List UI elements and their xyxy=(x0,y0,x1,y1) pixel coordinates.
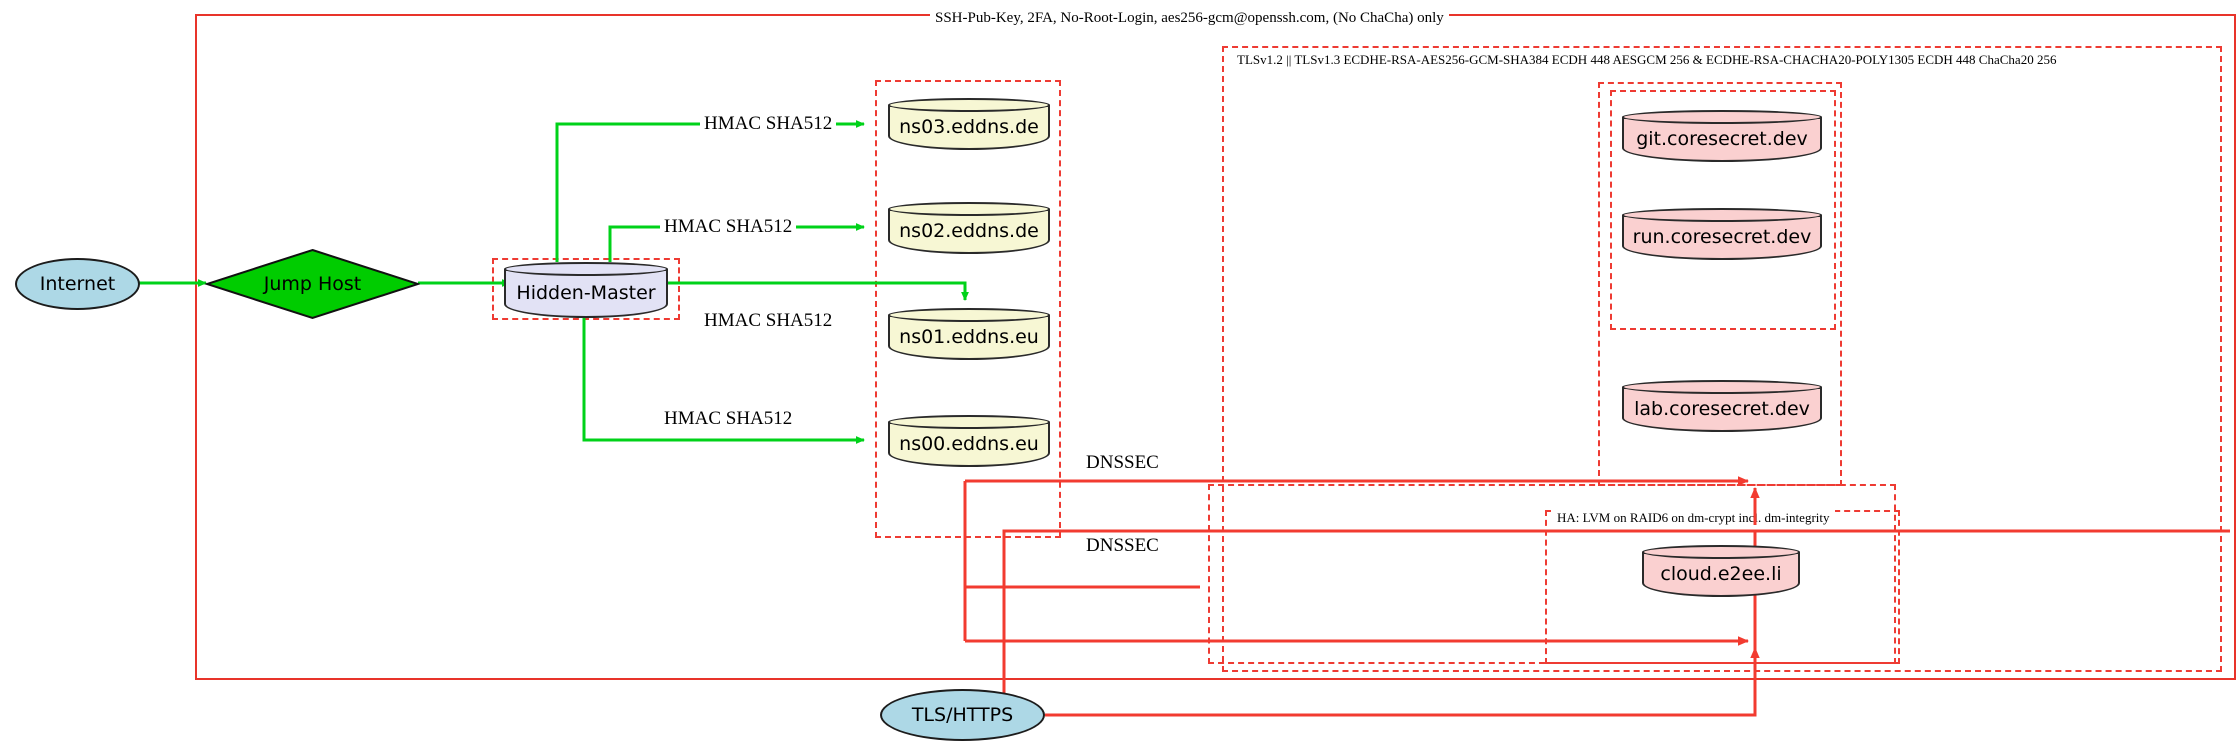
cylinder-top xyxy=(504,262,668,276)
node-internet[interactable]: Internet xyxy=(15,258,140,310)
ha-zone-boundary-label: HA: LVM on RAID6 on dm-crypt incl. dm-in… xyxy=(1552,510,1835,526)
node-git-coresecret[interactable]: git.coresecret.dev xyxy=(1622,110,1822,162)
node-ns00-label: ns00.eddns.eu xyxy=(899,433,1039,455)
edge-label-master-to-ns00: HMAC SHA512 xyxy=(660,408,797,430)
node-git-coresecret-label: git.coresecret.dev xyxy=(1636,128,1808,150)
cylinder-body xyxy=(1642,552,1800,597)
node-lab-coresecret[interactable]: lab.coresecret.dev xyxy=(1622,380,1822,432)
cylinder-top xyxy=(1622,110,1822,124)
edge-label-dnssec-upper: DNSSEC xyxy=(1082,452,1163,474)
node-tls-https-label: TLS/HTTPS xyxy=(911,704,1014,726)
node-internet-label: Internet xyxy=(39,273,116,295)
coresecret-zone-boundary xyxy=(1610,90,1836,330)
node-run-coresecret-label: run.coresecret.dev xyxy=(1632,226,1812,248)
node-cloud-e2ee-label: cloud.e2ee.li xyxy=(1660,563,1782,585)
cylinder-top xyxy=(1642,545,1800,559)
cylinder-top xyxy=(888,202,1050,216)
node-ns01[interactable]: ns01.eddns.eu xyxy=(888,308,1050,360)
cylinder-body xyxy=(888,422,1050,467)
node-ns02[interactable]: ns02.eddns.de xyxy=(888,202,1050,254)
node-hidden-master[interactable]: Hidden-Master xyxy=(504,262,668,318)
cylinder-top xyxy=(1622,380,1822,394)
node-jump-host-label: Jump Host xyxy=(263,273,362,295)
node-ns03-label: ns03.eddns.de xyxy=(899,116,1039,138)
node-cloud-e2ee[interactable]: cloud.e2ee.li xyxy=(1642,545,1800,597)
edge-label-master-to-ns03: HMAC SHA512 xyxy=(700,113,837,135)
node-ns02-label: ns02.eddns.de xyxy=(899,220,1039,242)
node-hidden-master-label: Hidden-Master xyxy=(516,282,656,304)
edge-label-dnssec-lower: DNSSEC xyxy=(1082,535,1163,557)
cylinder-top xyxy=(888,98,1050,112)
cylinder-top xyxy=(888,415,1050,429)
node-tls-https[interactable]: TLS/HTTPS xyxy=(880,689,1045,741)
edge-label-master-to-ns02: HMAC SHA512 xyxy=(660,216,797,238)
cylinder-body xyxy=(888,105,1050,150)
node-ns00[interactable]: ns00.eddns.eu xyxy=(888,415,1050,467)
perimeter-boundary-label: SSH-Pub-Key, 2FA, No-Root-Login, aes256-… xyxy=(930,10,1449,27)
cylinder-top xyxy=(1622,208,1822,222)
node-jump-host[interactable]: Jump Host xyxy=(203,248,422,320)
cylinder-top xyxy=(888,308,1050,322)
node-run-coresecret[interactable]: run.coresecret.dev xyxy=(1622,208,1822,260)
node-lab-coresecret-label: lab.coresecret.dev xyxy=(1634,398,1810,420)
cylinder-body xyxy=(504,269,668,318)
edge-label-master-to-ns01: HMAC SHA512 xyxy=(700,310,837,332)
diamond-shape xyxy=(203,248,422,320)
tls-zone-boundary-label: TLSv1.2 || TLSv1.3 ECDHE-RSA-AES256-GCM-… xyxy=(1232,52,2062,68)
node-ns01-label: ns01.eddns.eu xyxy=(899,326,1039,348)
node-ns03[interactable]: ns03.eddns.de xyxy=(888,98,1050,150)
